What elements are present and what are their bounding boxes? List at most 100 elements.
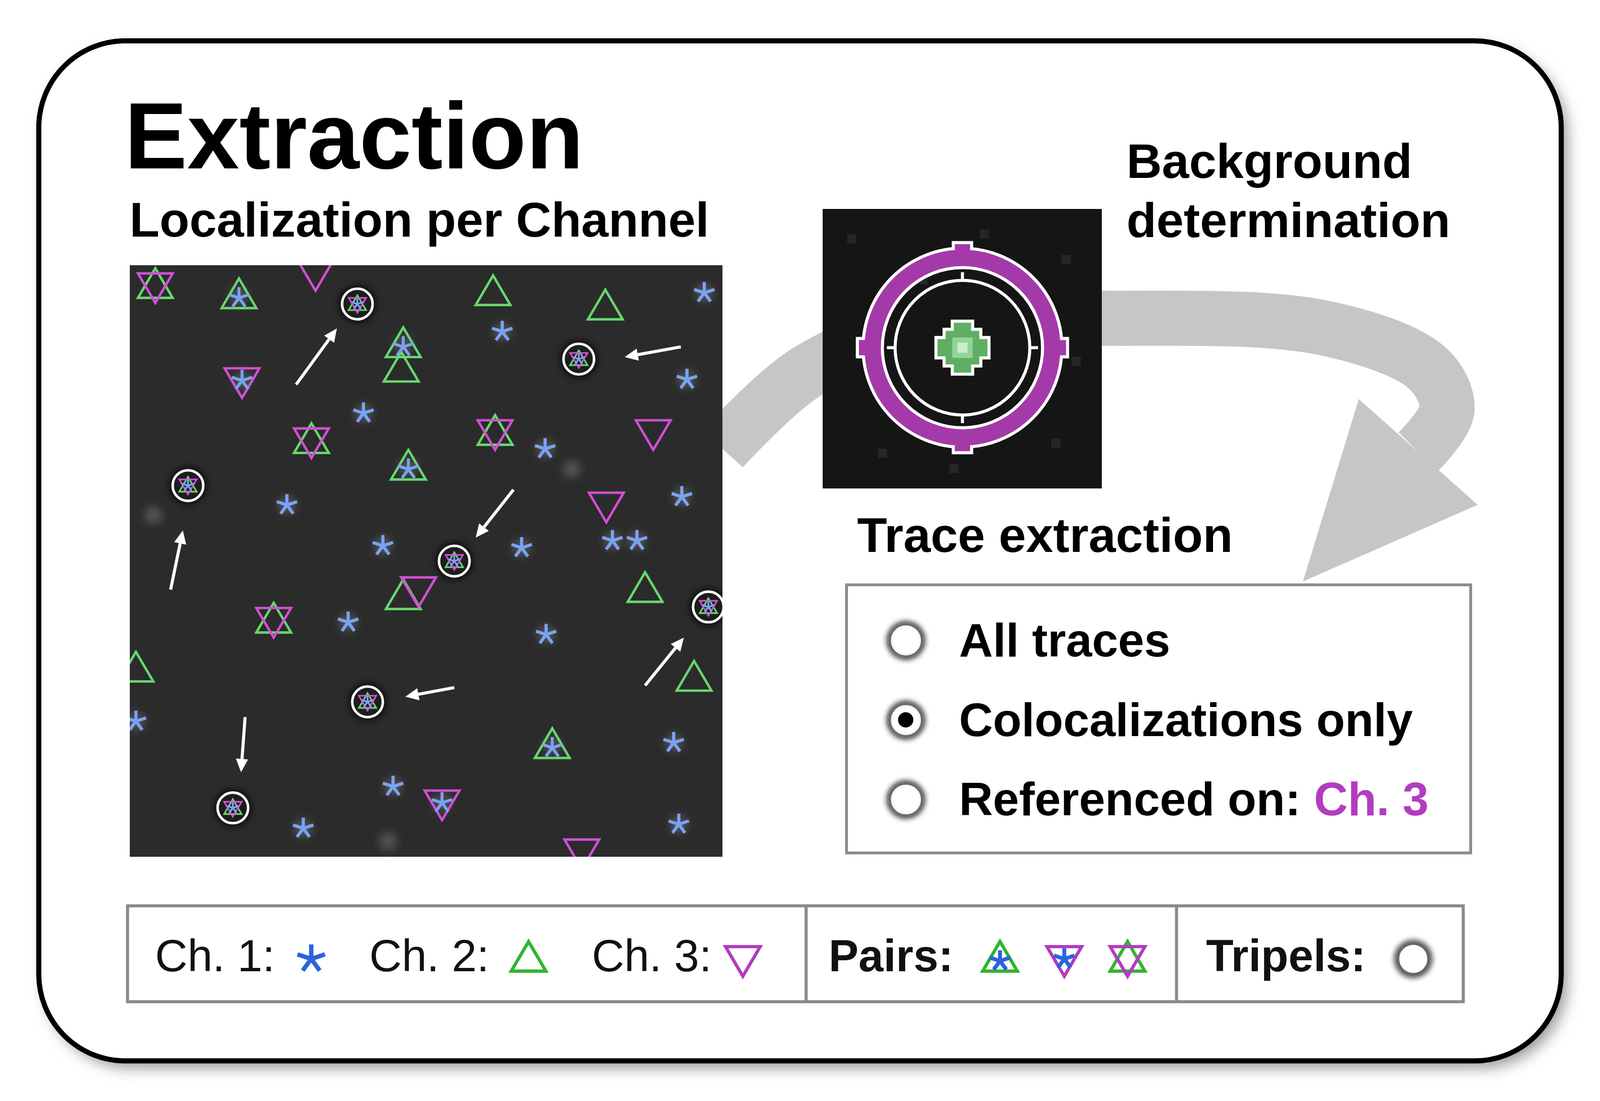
legend-sample <box>982 941 1145 977</box>
channel3-triangle <box>635 420 671 450</box>
channel2-triangle <box>587 289 623 320</box>
triple-ring <box>692 591 723 623</box>
fluorescence-spots <box>129 283 718 851</box>
legend-sample <box>725 946 761 977</box>
channel1-asterisk <box>572 353 585 365</box>
channel3-triangle <box>1110 946 1146 977</box>
legend-item: Pairs: <box>828 930 953 983</box>
legend-label: Ch. 3: <box>591 930 712 983</box>
triple-halo <box>434 541 474 581</box>
legend-sample <box>511 941 546 972</box>
panel-heading: Localization per Channel <box>129 191 723 249</box>
spot <box>562 460 581 479</box>
triple-ring <box>438 545 470 577</box>
channel2-triangle <box>390 449 426 480</box>
channel1-asterisk <box>702 601 714 613</box>
legend-label: Ch. 1: <box>155 930 275 983</box>
panel-heading: Trace extraction <box>857 507 1473 564</box>
channel3-triangle <box>178 479 197 495</box>
channel1-asterisk <box>337 611 359 632</box>
channel1-asterisk <box>382 775 404 796</box>
channel2-triangle <box>511 941 546 972</box>
channel1-asterisk <box>989 950 1011 971</box>
legend-item: Tripels: <box>1206 930 1367 983</box>
channel2-triangle <box>982 941 1018 972</box>
pointer-arrowhead <box>475 523 489 538</box>
legend-item: Ch. 1: <box>155 930 275 983</box>
triple-halo <box>213 788 252 828</box>
pointer-arrow <box>241 717 245 760</box>
pointer-arrowhead <box>405 688 420 701</box>
triple-halo <box>1393 939 1433 979</box>
option-row: All traces <box>888 600 1429 681</box>
microscopy-image <box>129 265 723 858</box>
channel1-asterisk <box>351 297 363 309</box>
legend-item: Ch. 2: <box>369 930 490 983</box>
channel1-asterisk <box>534 438 556 458</box>
pointer-arrow <box>170 543 180 590</box>
triple-halo <box>688 587 723 627</box>
pointer-arrow <box>295 339 329 385</box>
pixel-noise <box>949 464 959 474</box>
channel1-asterisk <box>292 817 314 838</box>
channel1-asterisk <box>535 624 557 644</box>
triple-halo <box>168 466 208 505</box>
triple-halo <box>559 339 598 379</box>
channel1-asterisk <box>491 321 513 341</box>
channel3-triangle <box>223 802 241 817</box>
channel1-asterisk <box>397 458 419 479</box>
channel1-asterisk <box>372 535 394 555</box>
ring-tab <box>1050 340 1064 356</box>
channel2-triangle <box>385 327 421 357</box>
triple-ring <box>217 793 248 824</box>
triple-ring <box>341 288 373 320</box>
legend-item: Ch. 3: <box>591 930 712 983</box>
ring-tab <box>954 246 970 260</box>
pointer-arrowhead <box>324 328 337 344</box>
channel2-triangle <box>385 579 421 610</box>
channel1-asterisk <box>276 494 298 514</box>
option-row: Colocalizations only <box>888 680 1429 761</box>
channel3-triangle <box>137 273 173 304</box>
channel2-triangle <box>676 661 712 691</box>
gap-ring <box>894 280 1030 416</box>
channel3-triangle <box>477 420 513 450</box>
pointer-arrow <box>483 489 514 528</box>
triple-halo <box>347 682 387 722</box>
options-box: All tracesColocalizations onlyReferenced… <box>845 583 1473 855</box>
option-label: Referenced on: <box>959 772 1301 827</box>
spot <box>144 506 163 525</box>
option-label: All traces <box>959 613 1171 668</box>
channel2-triangle <box>627 572 663 603</box>
legend-label: Ch. 2: <box>369 930 490 983</box>
ring-tab <box>954 436 970 450</box>
pointer-arrows <box>170 328 684 773</box>
localization-markers <box>129 265 723 858</box>
option-row: Referenced on:Ch. 3 <box>888 760 1429 840</box>
pointer-arrowhead <box>624 348 639 361</box>
channel1-asterisk <box>392 336 414 356</box>
gap-tick <box>960 415 964 424</box>
pointer-arrowhead <box>670 637 684 652</box>
pixel-noise <box>877 449 887 459</box>
channel1-asterisk <box>602 530 623 550</box>
panel-heading: Background determination <box>1126 131 1479 251</box>
radio-button <box>888 782 924 818</box>
triple-ring <box>563 344 594 375</box>
background-panel: Background determination <box>822 209 1479 489</box>
channel1-asterisk <box>129 710 147 731</box>
channel1-asterisk <box>361 695 374 707</box>
channel3-triangle <box>224 368 260 398</box>
pointer-arrow <box>637 346 681 355</box>
legend-frame <box>127 906 1464 1003</box>
channel3-triangle <box>564 839 600 858</box>
signal-peak <box>957 342 968 353</box>
channel3-triangle <box>699 601 717 617</box>
channel2-triangle <box>129 651 154 682</box>
background-view <box>822 209 1103 489</box>
radio-button <box>888 702 924 738</box>
panel-frame <box>38 41 1561 1062</box>
channel1-asterisk <box>353 402 374 423</box>
channel1-asterisk <box>676 368 698 389</box>
legend-label: Pairs: <box>828 930 953 983</box>
